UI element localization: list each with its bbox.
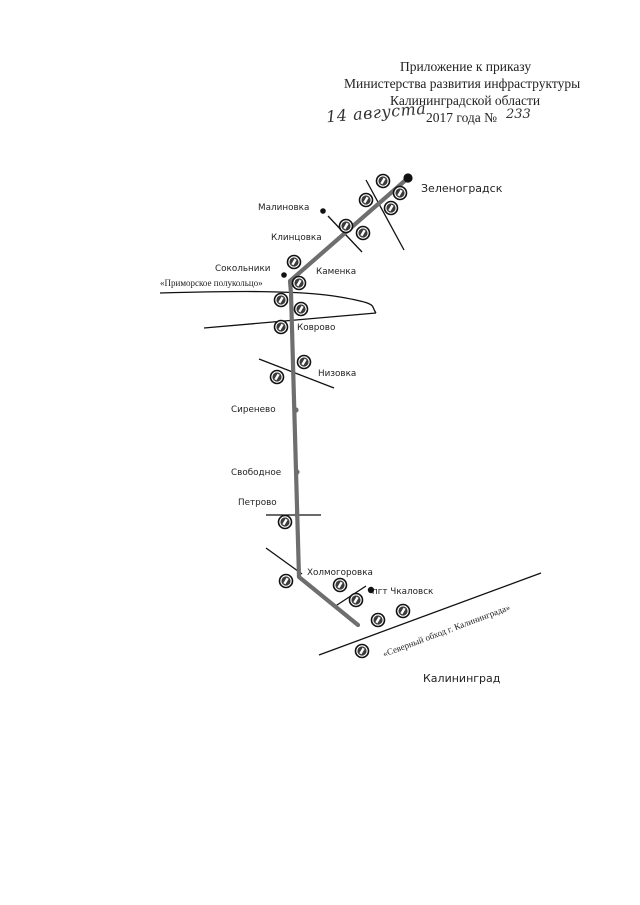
road-nodes — [293, 407, 300, 518]
label-svobodnoe: Свободное — [231, 468, 281, 478]
header-line-4: 2017 года № — [426, 110, 498, 125]
no-overtaking-sign-icon — [332, 577, 348, 593]
label-kholmogorovka: Холмогоровка — [307, 568, 373, 578]
label-kovrovo: Коврово — [297, 323, 335, 333]
header-line-1: Приложение к приказу — [400, 59, 532, 74]
label-sokolniki: Сокольники — [215, 264, 271, 274]
main-road — [287, 175, 411, 628]
road-signs — [269, 173, 411, 659]
petrovo-node — [294, 512, 300, 518]
no-overtaking-sign-icon — [291, 275, 307, 291]
label-kaliningrad: Калининград — [423, 672, 501, 685]
no-overtaking-sign-icon — [370, 612, 386, 628]
no-overtaking-sign-icon — [354, 643, 370, 659]
no-overtaking-sign-icon — [338, 218, 354, 234]
label-sirenevo: Сиренево — [231, 405, 276, 415]
sirenevo-node — [293, 407, 299, 413]
label-klintsovka: Клинцовка — [271, 233, 322, 243]
handwritten-number: 233 — [506, 107, 531, 122]
svobodnoe-node — [294, 469, 300, 475]
crossing-roads — [159, 179, 542, 656]
no-overtaking-sign-icon — [395, 603, 411, 619]
label-chkalovsk: пгт Чкаловск — [372, 587, 434, 597]
no-overtaking-sign-icon — [273, 292, 289, 308]
no-overtaking-sign-icon — [375, 173, 391, 189]
no-overtaking-sign-icon — [273, 319, 289, 335]
settlements — [281, 173, 413, 594]
label-zelenogradsk: Зеленоградск — [421, 182, 503, 195]
header-line-2: Министерства развития инфраструктуры — [344, 76, 581, 91]
label-petrovo: Петрово — [238, 498, 277, 508]
label-kamenka: Каменка — [316, 267, 356, 277]
kholmogorovka-crossing-road — [265, 547, 303, 575]
chkalovsk-settlement-dot — [367, 586, 375, 594]
label-nizovka: Низовка — [318, 369, 356, 379]
no-overtaking-sign-icon — [277, 514, 293, 530]
no-overtaking-sign-icon — [286, 254, 302, 270]
no-overtaking-sign-icon — [293, 301, 309, 317]
primorskoe-ring-road — [159, 290, 377, 314]
no-overtaking-sign-icon — [348, 592, 364, 608]
sokolniki-settlement-dot — [281, 272, 287, 278]
header-line-3: Калининградской области — [390, 93, 541, 108]
no-overtaking-sign-icon — [278, 573, 294, 589]
zelenogradsk-crossing-road — [365, 179, 405, 251]
no-overtaking-sign-icon — [383, 200, 399, 216]
no-overtaking-sign-icon — [358, 192, 374, 208]
no-overtaking-sign-icon — [392, 185, 408, 201]
label-malinovka: Малиновка — [258, 203, 309, 213]
no-overtaking-sign-icon — [269, 369, 285, 385]
nizovka-crossing-road — [258, 358, 335, 389]
no-overtaking-sign-icon — [296, 354, 312, 370]
label-primorskoe: «Приморское полукольцо» — [160, 278, 263, 288]
no-overtaking-sign-icon — [355, 225, 371, 241]
zelenogradsk-settlement-dot — [403, 173, 413, 183]
malinovka-settlement-dot — [320, 208, 326, 214]
severny-obkhod-road — [318, 572, 542, 656]
